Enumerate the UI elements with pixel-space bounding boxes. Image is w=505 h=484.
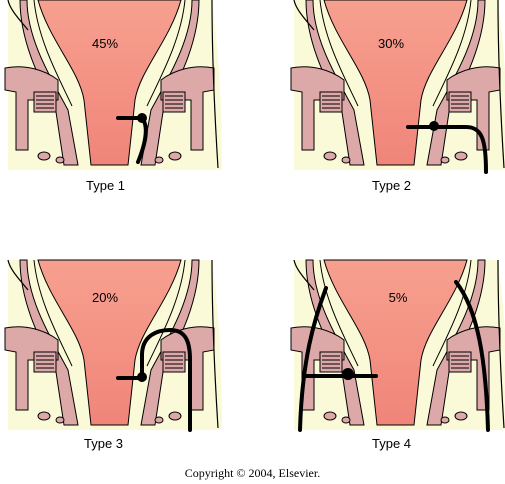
panel-type-4: 5% xyxy=(290,259,505,432)
panel-label-type-3: Type 3 xyxy=(84,436,124,451)
percent-label: 5% xyxy=(389,290,408,305)
percent-label: 20% xyxy=(92,290,118,305)
panel-type-2: 30% xyxy=(290,0,505,174)
fistula-tract xyxy=(116,327,192,432)
panel-type-3: 20% xyxy=(4,259,222,432)
panel-label-type-2: Type 2 xyxy=(372,178,412,193)
internal-opening xyxy=(342,368,354,380)
internal-opening xyxy=(429,121,439,131)
panel-label-type-4: Type 4 xyxy=(372,436,412,451)
fistula-tract-left xyxy=(298,286,328,432)
internal-opening xyxy=(137,113,147,123)
fistula-tract-right xyxy=(454,280,490,432)
percent-label: 30% xyxy=(378,36,404,51)
panel-type-1: 45% xyxy=(4,0,222,170)
internal-opening xyxy=(137,372,147,382)
copyright-notice: Copyright © 2004, Elsevier. xyxy=(184,466,321,480)
fistula-tract xyxy=(406,125,488,174)
percent-label: 45% xyxy=(92,36,118,51)
panel-label-type-1: Type 1 xyxy=(86,178,126,193)
